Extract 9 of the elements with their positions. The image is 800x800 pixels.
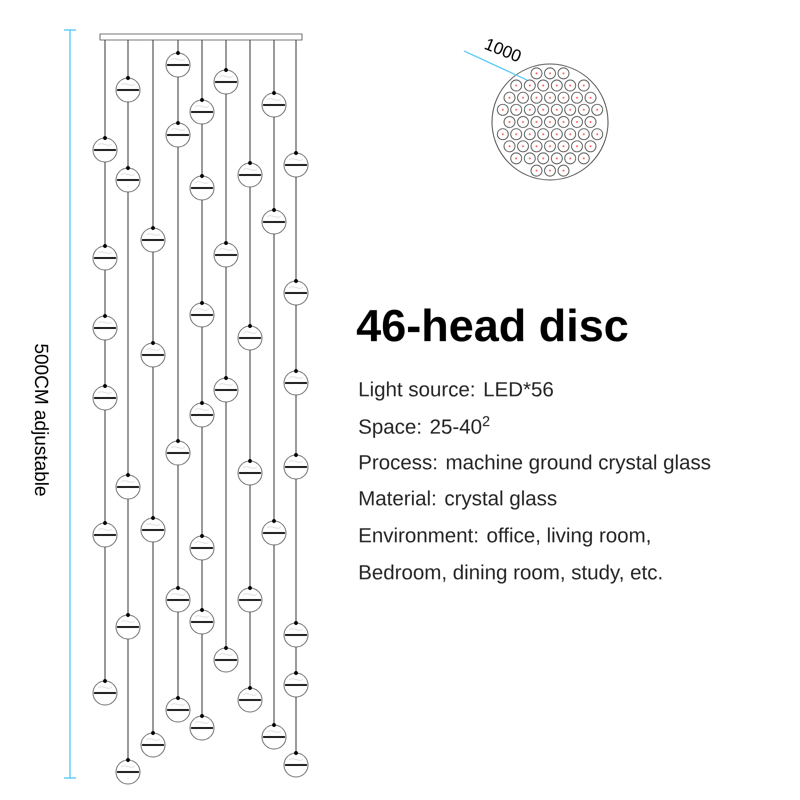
dimension-label: 1000 [484,39,521,62]
spec-text: Bedroom, dining room, study, etc. [360,564,662,584]
spec-text: Environment: office, living room, [360,527,650,547]
spec-text: Space: 25-40$^{2}$ [359,416,490,438]
spec-text: Light source: LED*56 [360,381,553,401]
spec-text: Material: crystal glass [360,490,556,510]
dimension-label: 500CM adjustable [31,344,49,496]
title: 46-head disc [356,308,628,342]
spec-text: Process: machine ground crystal glass [360,454,710,474]
